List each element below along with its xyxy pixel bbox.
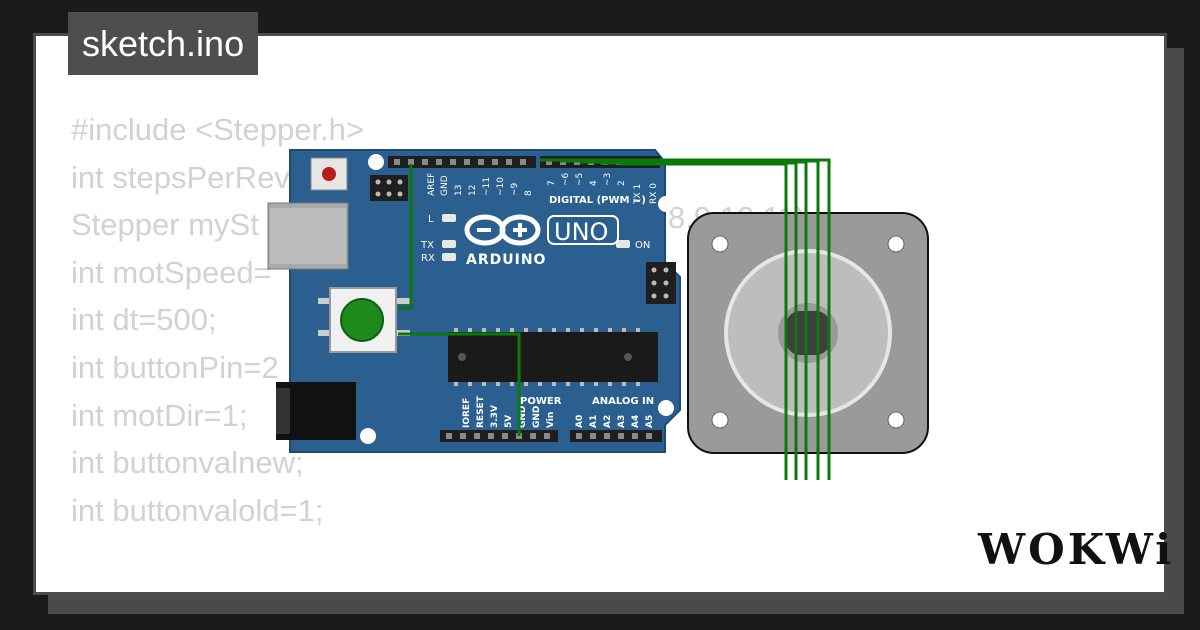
- icsp-header-2: [646, 262, 676, 304]
- code-line: int buttonvalnew;: [71, 445, 304, 481]
- motor-screw-hole: [711, 235, 729, 253]
- pin-label: ~5: [575, 173, 585, 186]
- pin-label: 3.3V: [490, 405, 500, 428]
- led-tx: [442, 240, 456, 248]
- usb-port-face: [270, 208, 346, 264]
- mount-hole: [360, 428, 376, 444]
- pin-label: RESET: [476, 395, 486, 428]
- analog-pin-labels: A0 A1 A2 A3 A4 A5: [575, 415, 655, 428]
- pin-label: GND: [518, 406, 528, 428]
- motor-screw-hole: [887, 411, 905, 429]
- uno-badge: [547, 215, 619, 245]
- pin-label: A1: [589, 415, 599, 428]
- wires: [398, 158, 831, 480]
- motor-screw-hole: [887, 235, 905, 253]
- led-rx: [442, 253, 456, 261]
- pin-label: 7: [547, 180, 557, 186]
- pin-label: ~9: [510, 182, 520, 196]
- arduino-logo-icon: [464, 214, 541, 246]
- analog-header-label: ANALOG IN: [592, 396, 654, 407]
- chip-dot: [624, 353, 632, 361]
- pin-label: TX 1: [633, 184, 643, 205]
- pin-label: A3: [617, 415, 627, 428]
- chip-pins: [454, 328, 640, 386]
- code-line: int motSpeed=: [71, 254, 272, 290]
- pin-label: Vin: [546, 412, 556, 428]
- code-line: Stepper mySt: [71, 207, 259, 243]
- pin-label: A0: [575, 415, 585, 428]
- pin-label: ~6: [561, 172, 571, 186]
- mount-hole: [368, 154, 384, 170]
- pin-label: 8: [524, 190, 534, 196]
- led-label-rx: RX: [421, 253, 435, 264]
- code-listing: #include <Stepper.h> int stepsPerRev Ste…: [71, 106, 365, 592]
- bottom-pin-sockets: [446, 433, 652, 439]
- motor-shaft: [786, 311, 830, 355]
- pin-label: 4: [589, 180, 599, 186]
- pin-label: AREF: [427, 173, 437, 196]
- wokwi-logo: WOKWi: [978, 525, 1175, 574]
- pin-label: A2: [603, 415, 613, 428]
- pushbutton-cap: [340, 298, 384, 342]
- board-model: UNO: [554, 218, 608, 246]
- pin-label: IOREF: [462, 398, 472, 428]
- arduino-uno-board[interactable]: AREF GND 13 12 ~11 ~10 ~9 8 7 ~6 ~5 4 ~3…: [267, 149, 681, 453]
- digital-pin-labels: AREF GND 13 12 ~11 ~10 ~9 8 7 ~6 ~5 4 ~3…: [427, 172, 659, 205]
- led-label-l: L: [428, 214, 434, 225]
- code-line: int stepsPerRev: [71, 159, 290, 195]
- chip-dot: [458, 353, 466, 361]
- mount-hole: [658, 196, 674, 212]
- power-header-label: POWER: [520, 396, 562, 407]
- motor-screw-hole: [711, 411, 729, 429]
- code-line: int buttonvalold=1;: [71, 492, 324, 528]
- code-line: #include <Stepper.h>: [71, 112, 365, 147]
- code-line: int motDir=1;: [71, 397, 248, 433]
- reset-button-cap: [322, 167, 336, 181]
- pushbutton[interactable]: [318, 287, 410, 353]
- led-label-tx: TX: [420, 240, 434, 251]
- pin-label: A4: [631, 415, 641, 428]
- icsp-header: [370, 175, 408, 201]
- pin-label: RX 0: [649, 183, 659, 204]
- code-line: int buttonPin=2: [71, 349, 279, 385]
- pin-label: ~10: [496, 177, 506, 196]
- pin-label: ~3: [603, 173, 613, 186]
- pin-label: 13: [454, 185, 464, 196]
- led-label-on: ON: [635, 240, 650, 251]
- power-header: [440, 430, 558, 442]
- pin-label: A5: [645, 415, 655, 428]
- led-l: [442, 214, 456, 222]
- code-line: int dt=500;: [71, 302, 217, 338]
- pin-label: ~11: [482, 177, 492, 196]
- pin-label: 12: [468, 185, 478, 196]
- pin-label: 2: [617, 180, 627, 186]
- wire-motor-e: [620, 162, 788, 480]
- board-brand: ARDUINO: [466, 252, 546, 268]
- power-jack-edge: [276, 388, 290, 434]
- power-pin-labels: IOREF RESET 3.3V 5V GND GND Vin: [462, 395, 556, 428]
- digital-header-label: DIGITAL (PWM ~): [549, 195, 646, 206]
- pin-label: 5V: [504, 415, 514, 428]
- stepper-motor[interactable]: [687, 212, 929, 454]
- mount-hole: [658, 400, 674, 416]
- file-tab[interactable]: sketch.ino: [68, 12, 259, 75]
- wire-button-gnd: [398, 332, 521, 436]
- wire-button-pin2: [398, 164, 413, 310]
- pin-label: GND: [532, 406, 542, 428]
- code-line: void setup(){: [71, 582, 364, 592]
- led-on: [616, 240, 630, 248]
- atmega-chip: [448, 332, 658, 382]
- pin-label: GND: [440, 175, 450, 196]
